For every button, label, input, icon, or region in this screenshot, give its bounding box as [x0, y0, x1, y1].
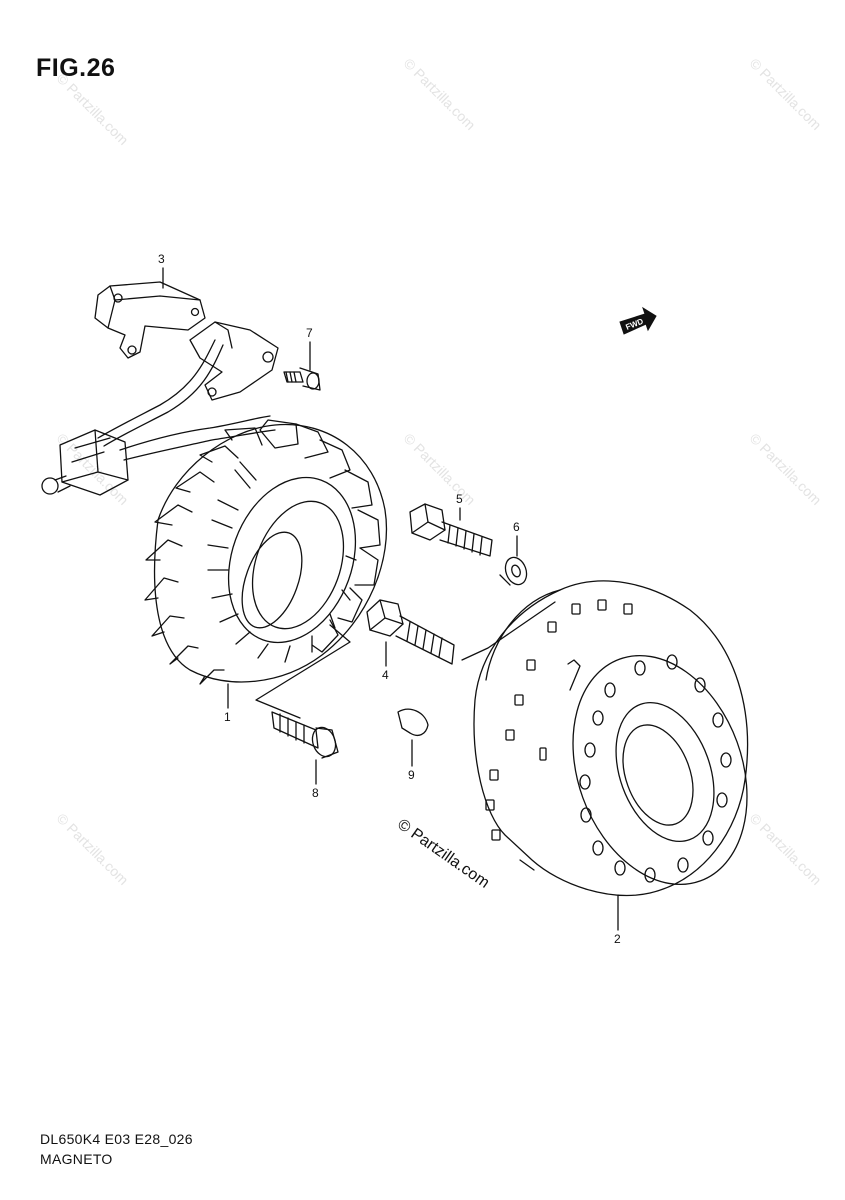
callout-numbers: 1 2 3 4 5 6 7 8 9: [158, 252, 621, 946]
callout-7: 7: [306, 326, 313, 340]
callout-2: 2: [614, 932, 621, 946]
callout-5: 5: [456, 492, 463, 506]
figure-title: FIG.26: [36, 54, 116, 82]
stator-part: [144, 419, 388, 685]
bracket-part: [94, 281, 206, 359]
bolt-part-4: [366, 599, 455, 665]
forward-arrow-icon: FWD: [619, 306, 657, 335]
washer-part-6: [504, 556, 528, 586]
leader-lines: [162, 267, 619, 931]
wire-harness: [41, 339, 276, 496]
key-part-9: [397, 708, 429, 736]
callout-3: 3: [158, 252, 165, 266]
figure-code: DL650K4 E03 E28_026: [40, 1131, 193, 1147]
callout-4: 4: [382, 668, 389, 682]
callout-8: 8: [312, 786, 319, 800]
rotor-part: [473, 580, 749, 897]
wire-clamp-plate: [189, 321, 279, 401]
screw-part-8: [271, 711, 339, 759]
figure-name: MAGNETO: [40, 1151, 113, 1167]
callout-9: 9: [408, 768, 415, 782]
screw-part-7: [283, 367, 321, 391]
callout-1: 1: [224, 710, 231, 724]
callout-6: 6: [513, 520, 520, 534]
bolt-part-5: [409, 503, 493, 557]
